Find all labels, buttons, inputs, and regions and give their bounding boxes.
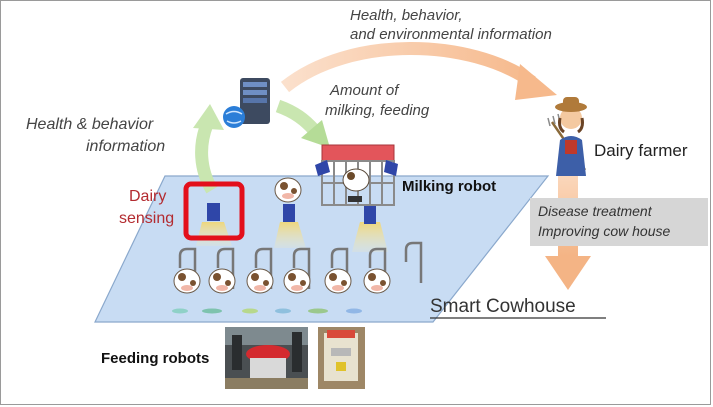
amount-label-line1: Amount of <box>330 82 399 99</box>
info-to-farmer-arrow <box>280 42 536 93</box>
feeding-robot-photo-1 <box>225 327 308 389</box>
server-icon <box>223 78 270 128</box>
cow-icon <box>283 268 311 294</box>
env-info-label-line2: and environmental information <box>350 26 552 43</box>
server-to-robot-arrow <box>275 99 319 135</box>
improving-cow-house-label: Improving cow house <box>538 223 671 239</box>
milking-robot-label: Milking robot <box>402 178 497 195</box>
dairy-farmer-icon <box>547 97 587 176</box>
cow-row <box>173 268 391 294</box>
floor-marks <box>172 308 362 314</box>
dairy-sensing-highlight <box>183 181 245 241</box>
cow-icon <box>208 268 236 294</box>
cow-icon <box>324 268 352 294</box>
smart-cowhouse-label: Smart Cowhouse <box>430 296 576 317</box>
env-info-label-line1: Health, behavior, <box>350 7 463 24</box>
cow-icon <box>173 268 201 294</box>
feedback-label-box <box>530 198 708 246</box>
cow-icon <box>363 268 391 294</box>
stall-bars <box>178 241 423 289</box>
amount-label-line2: milking, feeding <box>325 102 430 119</box>
dairy-sensing-label-line2: sensing <box>119 210 175 227</box>
cow-icon <box>246 268 274 294</box>
health-behavior-label-line2: information <box>86 138 166 155</box>
milking-robot-icon <box>321 144 395 206</box>
health-behavior-label-line1: Health & behavior <box>26 116 154 133</box>
cow-icon-standing <box>274 177 302 203</box>
disease-treatment-label: Disease treatment <box>538 203 652 219</box>
feeding-robot-photo-2 <box>318 327 365 389</box>
dairy-sensing-label-line1: Dairy <box>129 188 167 205</box>
dairy-farmer-label: Dairy farmer <box>594 141 688 160</box>
feeding-robots-label: Feeding robots <box>101 350 210 367</box>
sensing-to-server-arrow <box>195 119 218 194</box>
